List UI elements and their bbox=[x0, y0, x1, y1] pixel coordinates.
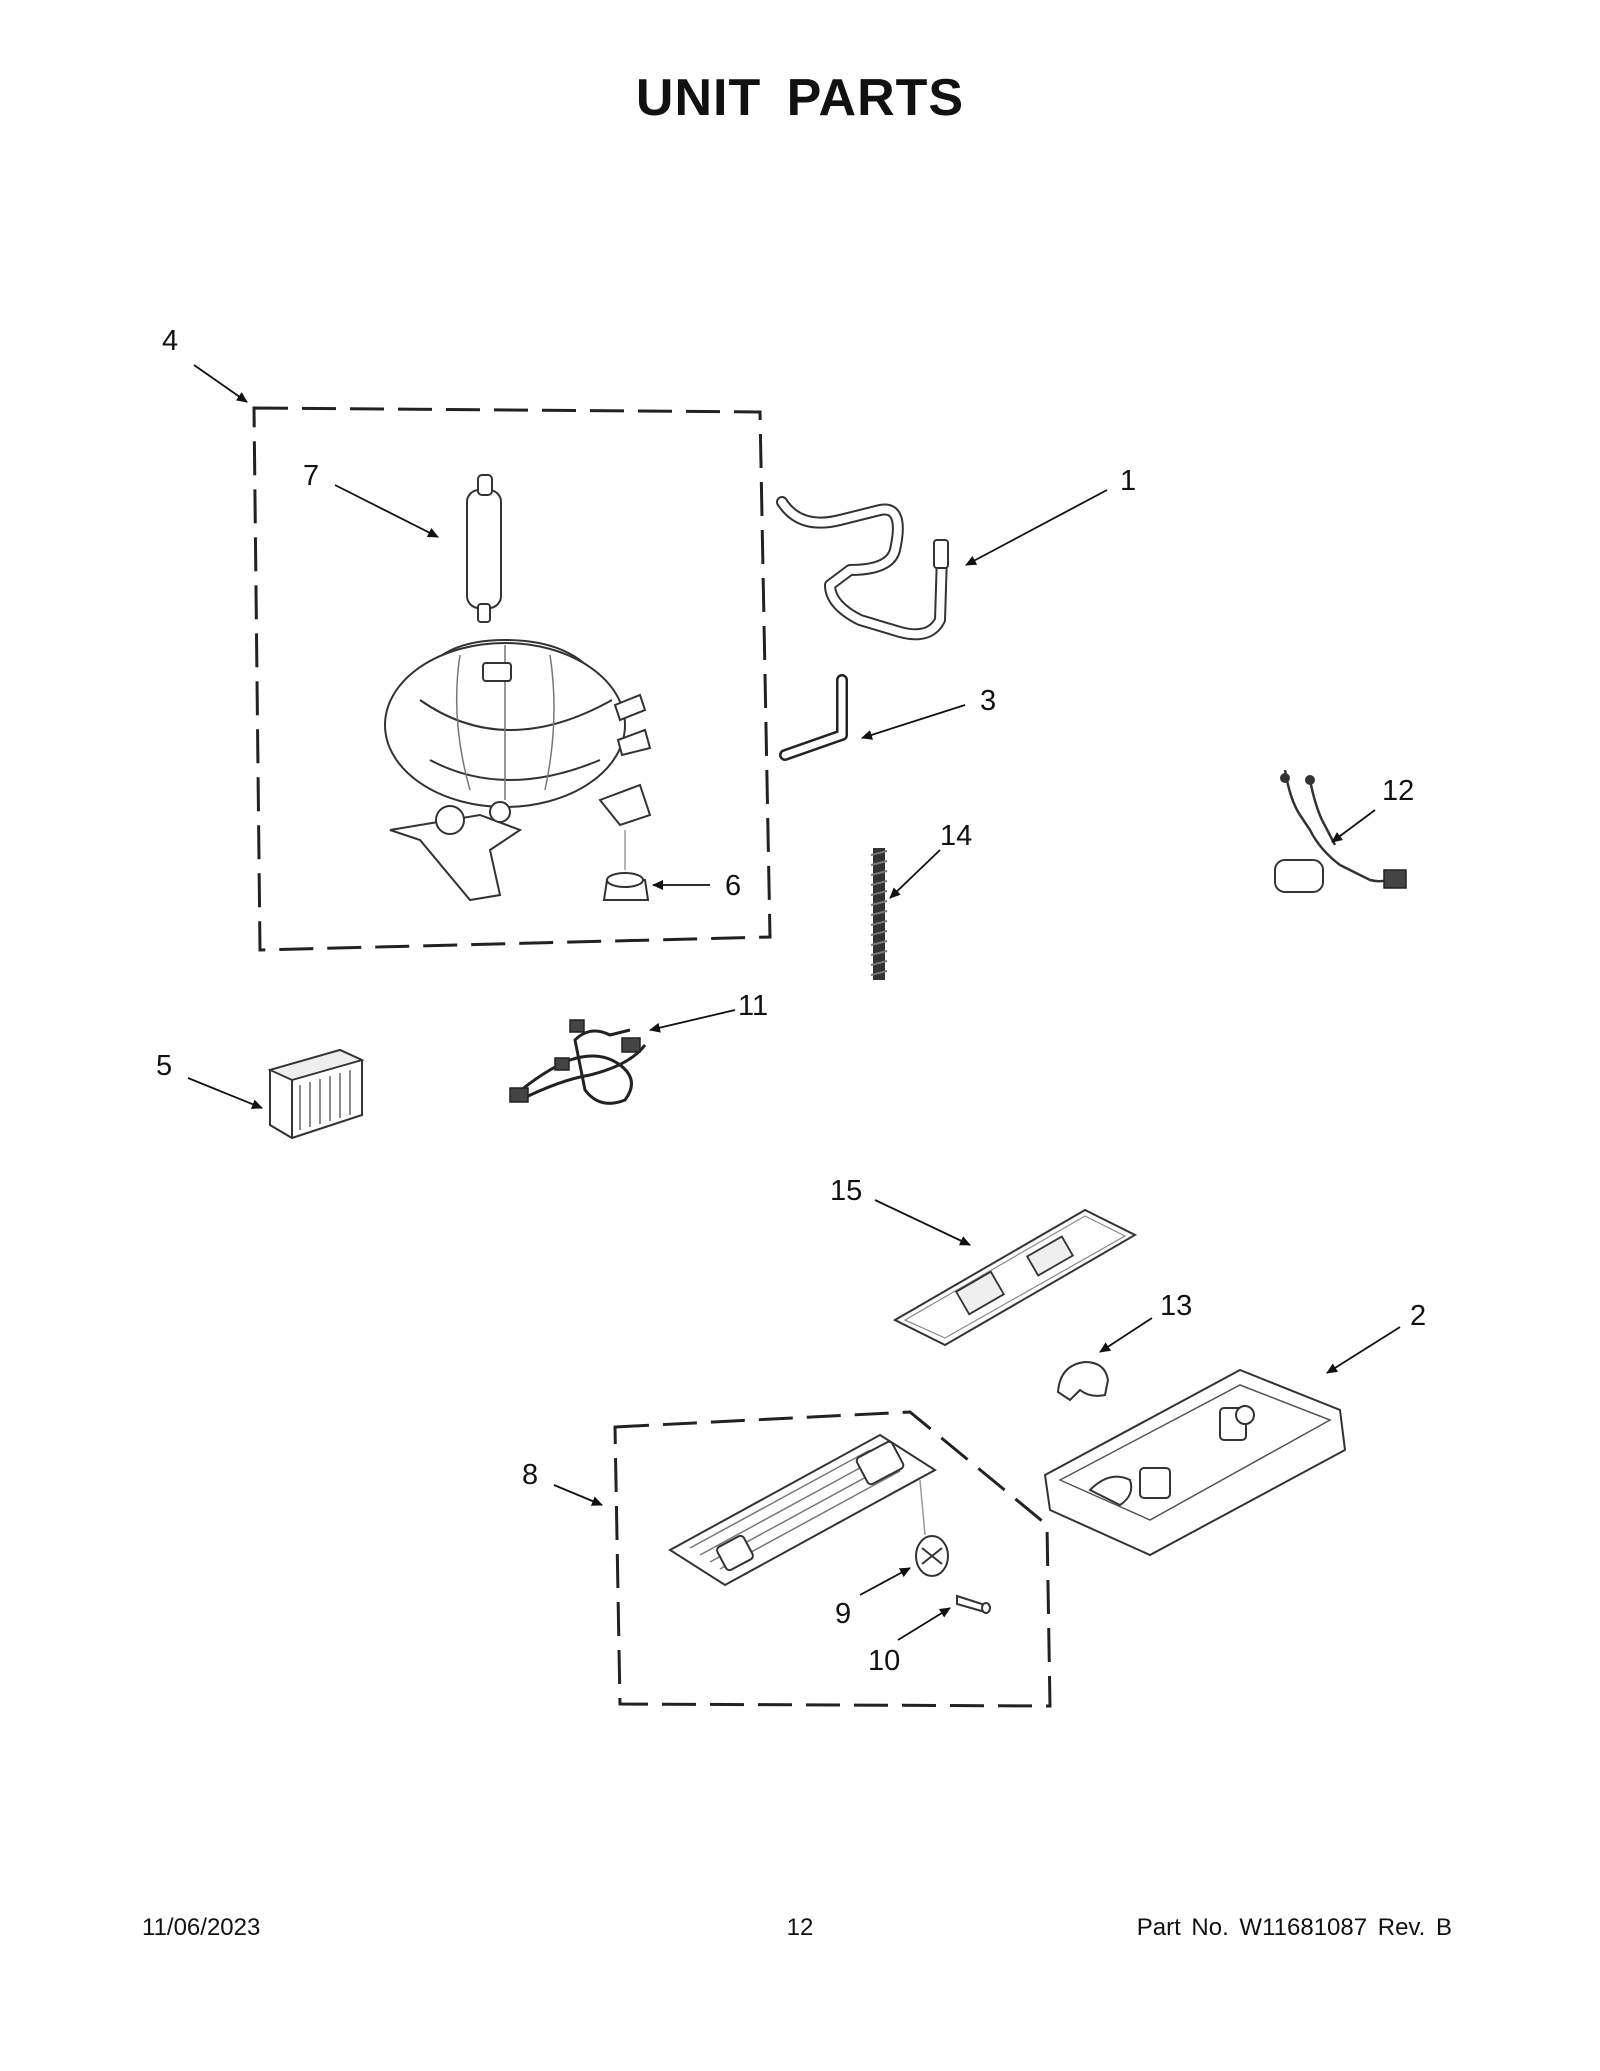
group-8-boundary bbox=[613, 1410, 1052, 1708]
footer-date: 11/06/2023 bbox=[142, 1914, 261, 1941]
leader-7 bbox=[334, 484, 439, 538]
bracket-part bbox=[1056, 1360, 1110, 1402]
wheel-part bbox=[915, 1479, 949, 1577]
leader-9 bbox=[859, 1567, 911, 1596]
callout-8: 8 bbox=[522, 1459, 538, 1491]
callout-12: 12 bbox=[1382, 775, 1414, 807]
drier-part bbox=[466, 458, 604, 623]
drain-pan-part bbox=[1043, 1368, 1347, 1557]
leader-14 bbox=[889, 849, 941, 899]
leader-4 bbox=[193, 364, 248, 403]
tube-part-3 bbox=[779, 674, 848, 761]
leader-15 bbox=[874, 1199, 971, 1246]
leader-3 bbox=[861, 704, 966, 740]
mounting-plate-part bbox=[892, 1208, 1138, 1347]
grommet-part bbox=[602, 830, 650, 901]
callout-3: 3 bbox=[980, 685, 996, 717]
page-title: UNIT PARTS bbox=[635, 69, 965, 127]
axle-pin-part bbox=[956, 1594, 991, 1614]
footer-page-number: 12 bbox=[786, 1914, 814, 1941]
callout-11: 11 bbox=[738, 990, 768, 1022]
callout-7: 7 bbox=[303, 460, 319, 492]
callout-6: 6 bbox=[725, 870, 741, 902]
callout-10: 10 bbox=[868, 1645, 900, 1677]
callout-2: 2 bbox=[1410, 1300, 1426, 1332]
leader-13 bbox=[1099, 1317, 1153, 1353]
group-4-boundary bbox=[252, 406, 772, 952]
callout-5: 5 bbox=[156, 1050, 172, 1082]
callout-13: 13 bbox=[1160, 1290, 1192, 1322]
leader-2 bbox=[1326, 1326, 1401, 1374]
base-plate-assembly-part bbox=[668, 1433, 937, 1587]
leader-11 bbox=[649, 1009, 736, 1033]
callout-9: 9 bbox=[835, 1598, 851, 1630]
leader-10 bbox=[897, 1607, 951, 1641]
leader-8 bbox=[553, 1484, 603, 1506]
callout-1: 1 bbox=[1120, 465, 1136, 497]
tube-part-1 bbox=[776, 496, 949, 641]
wire-harness-part bbox=[509, 1019, 647, 1105]
leader-5 bbox=[187, 1077, 263, 1109]
leader-1 bbox=[965, 489, 1108, 566]
footer-part-number: Part No. W11681087 Rev. B bbox=[1136, 1914, 1452, 1941]
leader-12 bbox=[1331, 809, 1376, 843]
callout-4: 4 bbox=[162, 325, 178, 357]
compressor-part bbox=[384, 638, 652, 902]
callout-15: 15 bbox=[830, 1175, 862, 1207]
capacitor-part bbox=[1274, 769, 1407, 893]
threaded-rod-part bbox=[870, 848, 888, 980]
callout-14: 14 bbox=[940, 820, 972, 852]
control-module-part bbox=[267, 1048, 365, 1140]
